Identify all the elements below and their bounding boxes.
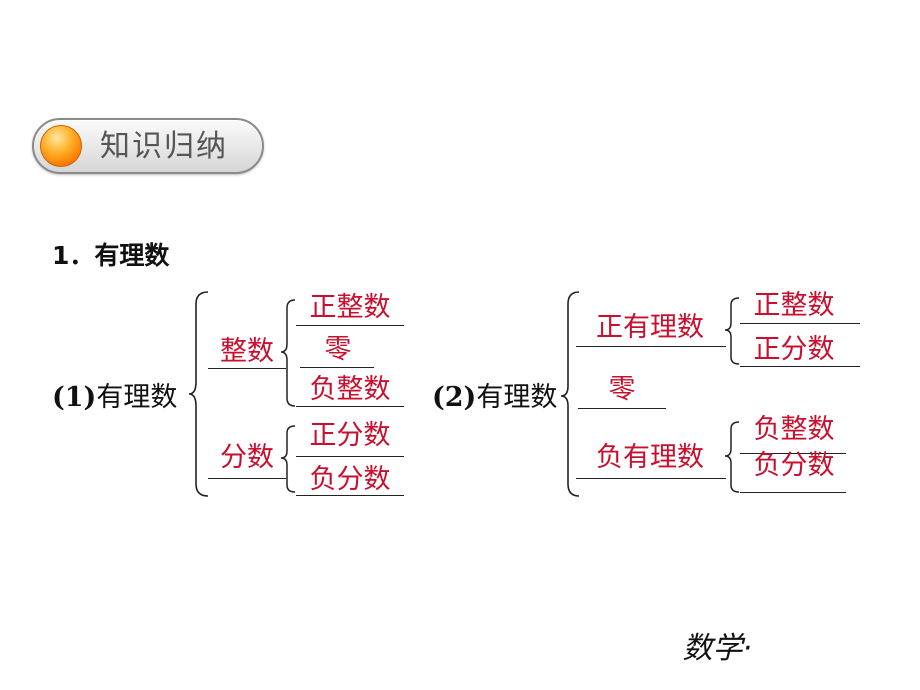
tree2-neg-rational: 负有理数 xyxy=(596,442,704,473)
tree1-root: 有理数 xyxy=(96,382,178,413)
tree1-neg-frac-blank xyxy=(296,495,404,496)
tree1-fraction-brace xyxy=(280,425,296,493)
tree2-label: (2)有理数 xyxy=(432,381,557,415)
tree2-pos-rational-blank xyxy=(576,346,726,347)
tree1-integer-brace xyxy=(280,299,296,407)
tree1-pos-int: 正整数 xyxy=(309,292,391,323)
tree2-neg-rational-blank xyxy=(576,478,726,479)
tree1-label: (1)有理数 xyxy=(52,381,177,415)
tree1-prefix: (1) xyxy=(52,382,97,413)
tree1-pos-int-blank xyxy=(296,325,404,326)
tree1-pos-frac-blank xyxy=(296,456,404,457)
tree2-pos-int: 正整数 xyxy=(753,290,835,321)
tree2-main-brace xyxy=(560,291,580,497)
tree2-pos-brace xyxy=(724,297,740,365)
tree2-pos-frac-blank xyxy=(740,366,860,367)
tree1-zero-blank xyxy=(300,367,374,368)
tree2-neg-int-blank xyxy=(740,453,846,454)
tree2-root: 有理数 xyxy=(476,382,558,413)
tree1-main-brace xyxy=(188,291,209,497)
tree1-neg-frac: 负分数 xyxy=(309,464,391,495)
tree2-prefix: (2) xyxy=(432,382,477,413)
tree2-zero-blank xyxy=(578,408,666,409)
tree2-neg-brace xyxy=(724,421,740,493)
tree1-neg-int-blank xyxy=(296,406,404,407)
tree1-fraction-blank xyxy=(208,478,286,479)
tree2-zero: 零 xyxy=(608,374,636,405)
section-title: 知识归纳 xyxy=(100,129,228,164)
tree1-pos-frac: 正分数 xyxy=(309,420,391,451)
tree2-neg-frac: 负分数 xyxy=(753,450,835,481)
tree2-pos-rational: 正有理数 xyxy=(596,312,704,343)
tree1-neg-int: 负整数 xyxy=(309,374,391,405)
tree2-pos-frac: 正分数 xyxy=(753,334,835,365)
tree2-neg-int: 负整数 xyxy=(753,414,835,445)
tree2-neg-frac-blank xyxy=(740,492,846,493)
tree1-fraction: 分数 xyxy=(220,442,274,473)
footer-subject: 数学· xyxy=(682,631,752,666)
tree1-integer: 整数 xyxy=(220,336,274,367)
tree1-zero: 零 xyxy=(324,334,352,365)
tree1-integer-blank xyxy=(208,368,286,369)
heading: 1．有理数 xyxy=(52,241,170,270)
tree2-pos-int-blank xyxy=(740,323,860,324)
orange-dot-icon xyxy=(40,125,82,167)
section-header: 知识归纳 xyxy=(32,118,264,174)
